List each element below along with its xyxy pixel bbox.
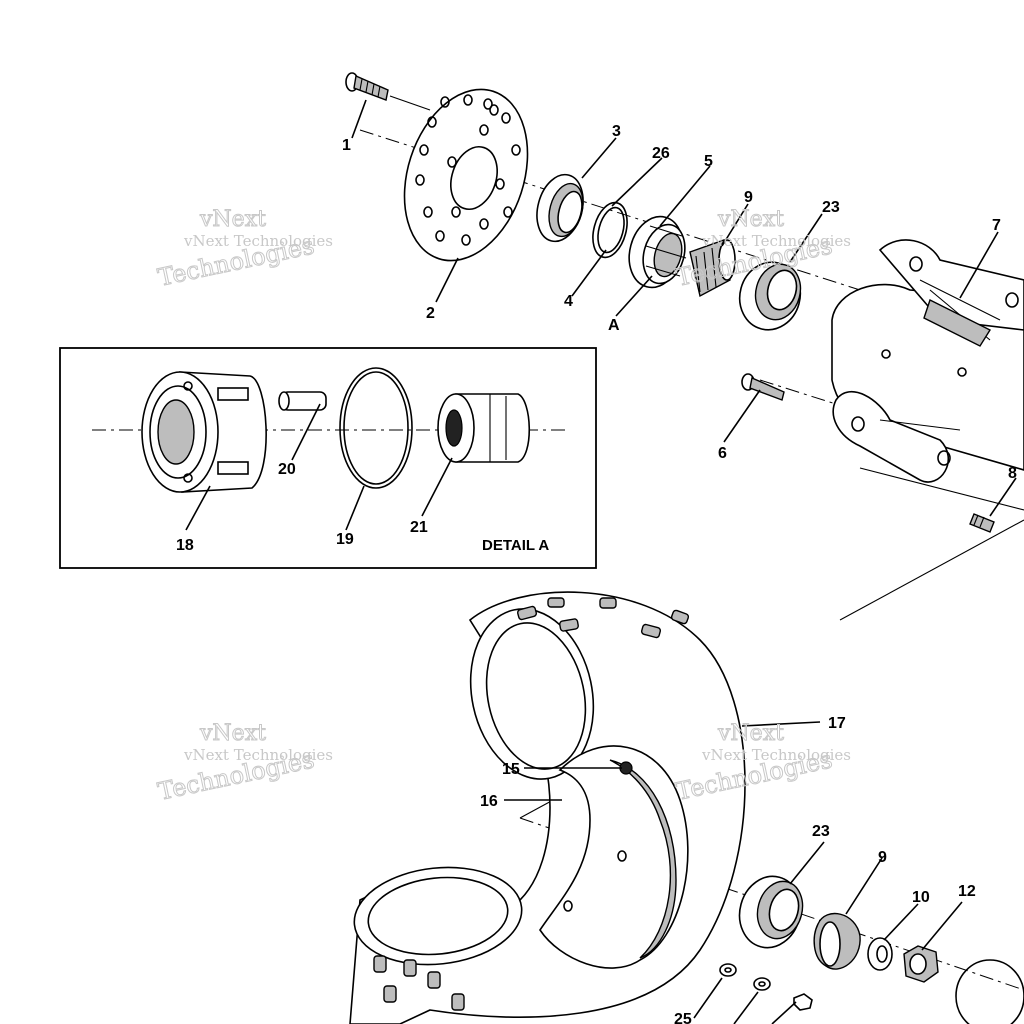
svg-text:vNext: vNext [717,721,784,746]
svg-text:vNext Technologies: vNext Technologies [183,746,333,764]
watermark-upper-left: vNext vNext Technologies Technologies [155,207,333,293]
label-part-17: 17 [828,715,846,732]
clutch-housing-part-18 [141,371,267,493]
svg-text:vNext: vNext [199,721,266,746]
bearing-cone-part-9-upper [689,239,736,298]
bolt-part-1 [345,72,389,101]
watermark-lower-left: vNext vNext Technologies Technologies [155,721,333,807]
label-part-16: 16 [480,793,498,810]
label-part-19: 19 [336,531,354,548]
label-part-9-lower: 9 [878,849,887,866]
tire-part-17 [349,591,746,1024]
label-part-21: 21 [410,519,428,536]
label-part-a: A [608,317,620,334]
label-part-15: 15 [502,761,520,778]
detail-a-box [59,347,597,569]
washer-part-10 [867,937,893,971]
label-part-23-upper: 23 [822,199,840,216]
small-washers-part-25 [719,963,813,1011]
bearing-cup-part-23-lower [738,875,804,949]
grease-fitting-part-8 [969,513,995,533]
wheel-hub-part-7 [831,239,1024,483]
svg-text:vNext Technologies: vNext Technologies [183,232,333,250]
snap-ring-part-26 [592,201,628,259]
bolt-part-6 [741,373,785,401]
label-part-10: 10 [912,889,930,906]
label-part-7: 7 [992,217,1001,234]
o-ring-part-19 [339,367,413,489]
bearing-cup-part-23-upper [738,261,802,331]
label-part-20: 20 [278,461,296,478]
ring-lower-right [955,959,1024,1024]
svg-text:vNext: vNext [717,207,784,232]
part-labels: 1 2 3 26 5 9 23 7 4 A 6 8 20 18 19 21 17… [176,123,1017,1024]
hub-clutch-part-5 [628,215,687,289]
label-part-12: 12 [958,883,976,900]
seal-part-3 [536,173,584,243]
label-part-5: 5 [704,153,713,170]
label-part-4: 4 [564,293,573,310]
svg-text:vNext Technologies: vNext Technologies [701,746,851,764]
label-part-23-lower: 23 [812,823,830,840]
leader-lines [185,99,1017,1024]
rim-part-16 [539,745,689,969]
label-part-25: 25 [674,1011,692,1024]
label-part-8: 8 [1008,465,1017,482]
label-part-6: 6 [718,445,727,462]
label-part-1: 1 [342,137,351,154]
bearing-cone-part-9-lower [813,912,861,970]
label-part-2: 2 [426,305,435,322]
svg-text:vNext: vNext [199,207,266,232]
label-part-3: 3 [612,123,621,140]
label-part-26: 26 [652,145,670,162]
label-part-9-upper: 9 [744,189,753,206]
svg-text:vNext Technologies: vNext Technologies [701,232,851,250]
pin-part-20 [278,391,327,411]
detail-a-caption: DETAIL A [482,537,549,554]
label-part-18: 18 [176,537,194,554]
knob-part-21 [437,393,531,463]
brake-disc-part-2 [403,88,529,262]
nut-part-12 [903,945,939,983]
